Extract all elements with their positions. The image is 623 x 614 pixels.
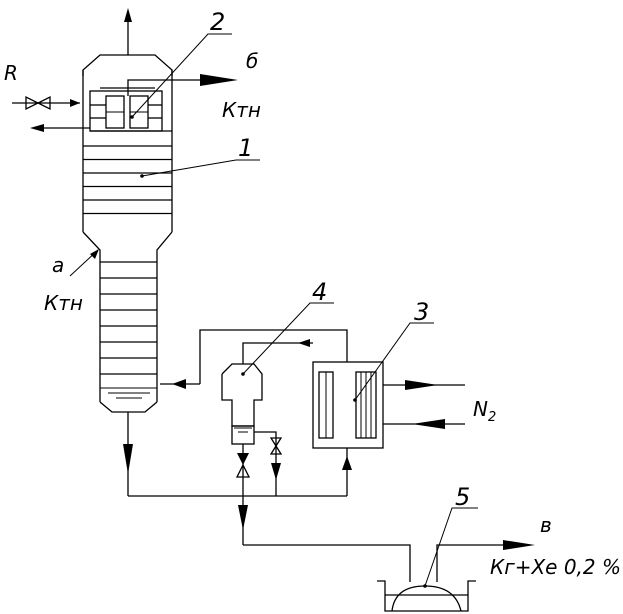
separator-4 bbox=[160, 329, 348, 545]
column-trays-upper bbox=[83, 145, 172, 215]
top-outlet-arrow bbox=[124, 8, 132, 22]
heat-exchanger-3 bbox=[312, 361, 465, 496]
outlet-b-arrow bbox=[200, 74, 238, 86]
callout-3: 3 bbox=[414, 298, 429, 326]
callout-leaders bbox=[130, 33, 478, 588]
separator-valve bbox=[237, 453, 249, 465]
callout-4: 4 bbox=[312, 278, 327, 306]
label-R: R bbox=[4, 61, 18, 85]
product-outlet-b bbox=[127, 74, 238, 96]
distillation-column bbox=[82, 8, 173, 413]
callout-5: 5 bbox=[455, 483, 470, 511]
feed-inlet-a bbox=[69, 249, 99, 277]
label-a: а bbox=[52, 253, 64, 277]
label-v-stream: Кг+Хе 0,2 % bbox=[490, 555, 621, 579]
callout-2: 2 bbox=[210, 8, 225, 36]
column-trays-lower bbox=[100, 261, 157, 375]
label-n2: N2 bbox=[473, 397, 496, 425]
label-b: б bbox=[246, 49, 258, 73]
reflux-valve bbox=[25, 95, 40, 111]
label-b-stream: Ктн bbox=[222, 98, 261, 122]
condenser-2 bbox=[89, 90, 172, 132]
reflux-line-R bbox=[12, 95, 90, 132]
column-bottom-outlet bbox=[123, 412, 133, 496]
column-liquid-level bbox=[100, 387, 157, 399]
label-a-stream: Ктн bbox=[44, 291, 83, 315]
callout-1: 1 bbox=[238, 134, 253, 162]
vessel-5 bbox=[243, 540, 535, 612]
label-v: в bbox=[540, 513, 552, 537]
